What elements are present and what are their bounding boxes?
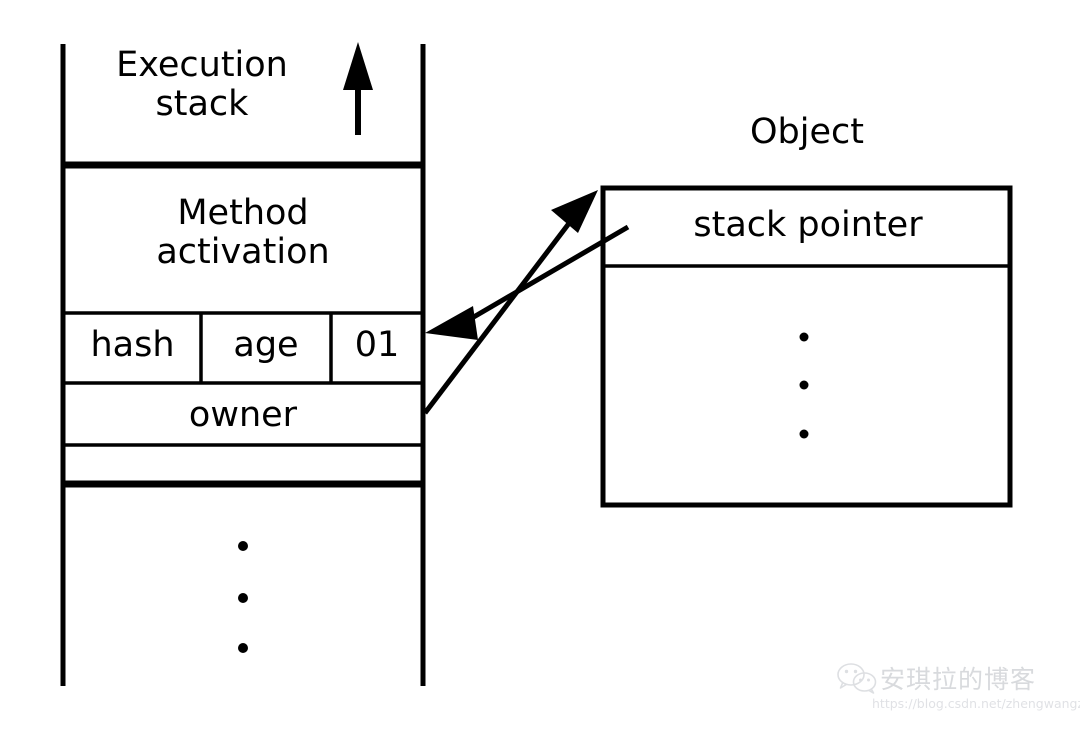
object-to-frame-arrow-head (425, 306, 478, 340)
object-box-outline (600, 185, 1013, 508)
object-dot-2 (799, 380, 809, 390)
execution-stack-dividers (61, 161, 425, 488)
watermark-url-text: https://blog.csdn.net/zhengwangzw (872, 696, 1080, 711)
watermark: 安琪拉的博客 https://blog.csdn.net/zhengwangzw (836, 660, 1080, 726)
frame-to-object-arrow-shaft (423, 220, 572, 415)
object-to-frame-arrow (425, 224, 630, 340)
up-arrow-head (343, 42, 373, 90)
object-stack-pointer-label: stack pointer (693, 205, 923, 245)
execution-stack-outline (60, 44, 426, 686)
object-to-frame-arrow-shaft (458, 224, 630, 328)
wechat-icon (837, 663, 877, 694)
stack-dot-1 (238, 541, 248, 551)
object-body-dots (799, 332, 809, 439)
execution-stack-title: Execution stack (116, 45, 288, 125)
frame-owner-slot-label: owner (188, 395, 298, 435)
object-dot-3 (799, 429, 809, 439)
watermark-brand-text: 安琪拉的博客 (880, 665, 1037, 694)
stack-growth-up-arrow-icon (343, 42, 373, 135)
frame-field-age: age (233, 325, 299, 365)
frame-field-hash: hash (90, 325, 175, 365)
object-title: Object (750, 112, 864, 152)
object-dot-1 (799, 332, 809, 342)
stack-continuation-dots (238, 541, 248, 653)
frame-to-object-arrow (423, 190, 598, 415)
frame-field-01: 01 (354, 325, 400, 365)
stack-dot-2 (238, 593, 248, 603)
frame-to-object-arrow-head (551, 190, 598, 233)
method-activation-label: Method activation (156, 193, 330, 273)
stack-dot-3 (238, 643, 248, 653)
object-box (600, 185, 1013, 508)
